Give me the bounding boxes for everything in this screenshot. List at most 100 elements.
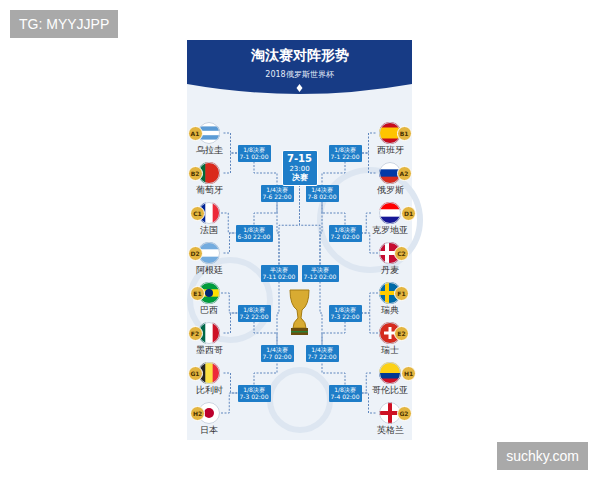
bracket-line [322, 362, 345, 385]
group-badge: D1 [401, 206, 416, 221]
flag-stripe [379, 373, 401, 379]
poster-decoration [190, 170, 420, 430]
team-node: B2葡萄牙 [195, 162, 224, 196]
team-name: 西班牙 [376, 145, 405, 156]
group-badge: D2 [188, 246, 203, 261]
team-name: 阿根廷 [195, 265, 224, 276]
round-name: 1/8决赛 [331, 386, 360, 394]
final-text: 23:00 [287, 165, 313, 173]
team-name: 墨西哥 [195, 345, 224, 356]
final-box: 7-1523:00决赛 [282, 150, 318, 186]
round-name: 1/8决赛 [240, 146, 269, 154]
bracket-line [224, 133, 238, 153]
poster-panel [187, 40, 412, 440]
group-badge: G1 [188, 366, 203, 381]
bracket-line [362, 153, 376, 173]
decor-ring [270, 370, 330, 430]
team-node: B1西班牙 [376, 122, 405, 156]
team-node: E2瑞士 [378, 322, 402, 356]
flag-stripe [379, 368, 401, 374]
team-node: G2英格兰 [376, 402, 405, 436]
match-box: 1/4决赛7-6 22:00 [261, 185, 294, 202]
flag-stripe [205, 362, 213, 384]
team-node: F1瑞典 [378, 282, 402, 316]
match-time: 7-8 02:00 [308, 193, 337, 201]
flag-rim [380, 363, 401, 384]
group-badge: H1 [401, 366, 416, 381]
team-node: G1比利时 [195, 362, 224, 396]
team-name: 丹麦 [378, 265, 402, 276]
team-name: 英格兰 [376, 425, 405, 436]
match-time: 7-11 02:00 [263, 273, 296, 281]
match-time: 7-1 02:00 [240, 153, 269, 161]
round-name: 半决赛 [304, 266, 337, 274]
group-badge: G2 [397, 406, 412, 421]
bracket-line [221, 213, 236, 233]
flag-icon [379, 202, 401, 224]
bracket-line [362, 313, 379, 333]
bracket-line [322, 202, 345, 225]
match-time: 7-7 22:00 [308, 353, 337, 361]
match-time: 7-2 02:00 [331, 233, 360, 241]
bracket-line [362, 133, 376, 153]
final-text: 决赛 [287, 173, 313, 183]
match-time: 7-2 22:00 [240, 313, 269, 321]
match-box: 1/8决赛7-3 02:00 [238, 385, 271, 402]
match-box: 1/8决赛7-4 02:00 [329, 385, 362, 402]
poster-subtitle: 2018俄罗斯世界杯 [187, 69, 412, 80]
match-box: 1/4决赛7-7 02:00 [261, 345, 294, 362]
team-name: 日本 [197, 425, 221, 436]
bracket-line [277, 282, 279, 345]
trophy-cup [290, 290, 309, 328]
flag-fill [379, 202, 401, 224]
group-badge: E1 [190, 286, 205, 301]
team-node: A1乌拉圭 [195, 122, 224, 156]
bracket-line [362, 213, 372, 233]
team-node: H2日本 [197, 402, 221, 436]
match-box: 1/8决赛7-1 02:00 [238, 145, 271, 162]
match-box: 1/8决赛7-1 22:00 [329, 145, 362, 162]
round-name: 1/8决赛 [240, 386, 269, 394]
flag-emblem [205, 289, 213, 297]
match-box: 1/8决赛6-30 22:00 [236, 225, 273, 242]
team-name: 克罗地亚 [371, 225, 409, 236]
bracket-line [254, 322, 277, 345]
header-star [297, 84, 303, 92]
group-badge: A2 [397, 166, 412, 181]
match-time: 7-3 02:00 [240, 393, 269, 401]
bracket-line [254, 362, 277, 385]
match-time: 7-4 02:00 [331, 393, 360, 401]
bracket-line [224, 153, 238, 173]
header-band [187, 40, 412, 94]
round-name: 1/4决赛 [263, 346, 292, 354]
bracket-line [362, 233, 379, 253]
round-name: 1/8决赛 [331, 226, 360, 234]
poster-title: 淘汰赛对阵形势 [187, 47, 412, 65]
watermark: TG: MYYJJPP [10, 10, 118, 38]
team-name: 乌拉圭 [195, 145, 224, 156]
team-name: 俄罗斯 [376, 185, 405, 196]
team-node: A2俄罗斯 [376, 162, 405, 196]
match-time: 7-6 22:00 [263, 193, 292, 201]
round-name: 1/4决赛 [308, 346, 337, 354]
bracket-line [320, 282, 322, 345]
bracket-line [221, 293, 238, 313]
trophy-band [291, 331, 308, 333]
bracket-line [254, 202, 277, 225]
bracket-line [322, 322, 345, 345]
team-name: 瑞典 [378, 305, 402, 316]
round-name: 1/8决赛 [238, 226, 271, 234]
group-badge: F2 [188, 326, 203, 341]
round-name: 1/8决赛 [331, 306, 360, 314]
flag-fill [379, 362, 401, 384]
flag-icon [379, 362, 401, 384]
match-time: 7-12 02:00 [304, 273, 337, 281]
match-box: 1/4决赛7-8 02:00 [306, 185, 339, 202]
group-badge: E2 [394, 326, 409, 341]
trophy-base [291, 328, 308, 335]
match-box: 1/8决赛7-2 22:00 [238, 305, 271, 322]
team-node: E1巴西 [197, 282, 221, 316]
flag-emblem [204, 408, 214, 418]
round-name: 1/8决赛 [331, 146, 360, 154]
flag-stripe [205, 162, 213, 184]
